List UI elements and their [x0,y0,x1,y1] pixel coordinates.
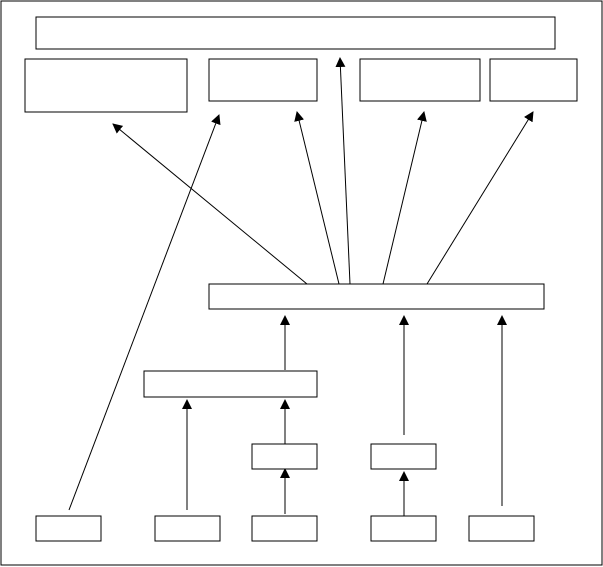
node-bottom-box-5 [468,515,535,542]
node-top-box-4 [489,58,578,102]
node-small-box-1 [251,443,318,470]
node-bottom-box-3 [251,515,318,542]
node-bottom-box-4 [370,515,437,542]
edge-bottom-box-1-to-top-box-2 [68,114,221,511]
node-small-box-2 [370,443,437,470]
node-middle-bar [208,283,545,310]
edge-middle-bar-to-top-box-4 [426,111,534,285]
node-top-banner [35,16,556,50]
edge-middle-bar-to-top-banner [335,57,351,285]
edge-middle-bar-to-top-box-3 [382,111,427,285]
node-left-mid-bar [143,370,318,398]
node-top-box-3 [359,58,481,102]
nodes [24,16,578,542]
edge-middle-bar-to-top-box-1 [112,123,308,285]
node-top-box-2 [208,58,318,102]
node-bottom-box-1 [35,515,102,542]
edges [68,57,534,518]
node-top-box-1 [24,58,188,113]
edge-middle-bar-to-top-box-2 [294,111,340,285]
node-bottom-box-2 [154,515,221,542]
